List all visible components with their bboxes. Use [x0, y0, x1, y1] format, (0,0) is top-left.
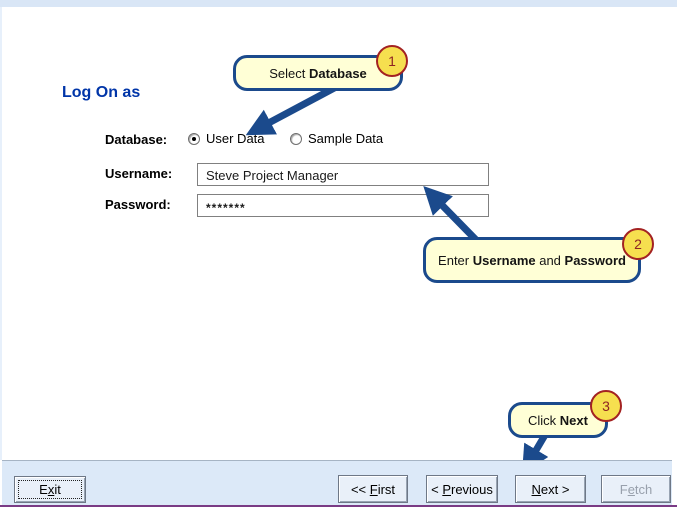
username-input[interactable] [197, 163, 489, 186]
callout-select-database: Select Database [233, 55, 403, 91]
database-label: Database: [105, 132, 168, 147]
password-label: Password: [105, 197, 171, 212]
radio-button-icon[interactable] [188, 132, 200, 145]
callout-enter-credentials: Enter Username and Password [423, 237, 641, 283]
password-input[interactable] [197, 194, 489, 217]
top-border-strip [0, 0, 677, 7]
arrow-to-database-radio [245, 82, 340, 136]
page-title: Log On as [62, 84, 141, 101]
step-badge-2: 2 [622, 228, 654, 260]
bottom-purple-line [0, 505, 677, 507]
radio-label[interactable]: User Data [206, 131, 265, 146]
radio-option-user-data[interactable]: User Data [188, 131, 265, 146]
username-label: Username: [105, 166, 173, 181]
radio-label[interactable]: Sample Data [308, 131, 384, 146]
left-border-strip [0, 7, 2, 460]
radio-button-icon[interactable] [290, 132, 302, 145]
step-badge-3: 3 [590, 390, 622, 422]
step-badge-1: 1 [376, 45, 408, 77]
radio-option-sample-data[interactable]: Sample Data [290, 131, 383, 146]
